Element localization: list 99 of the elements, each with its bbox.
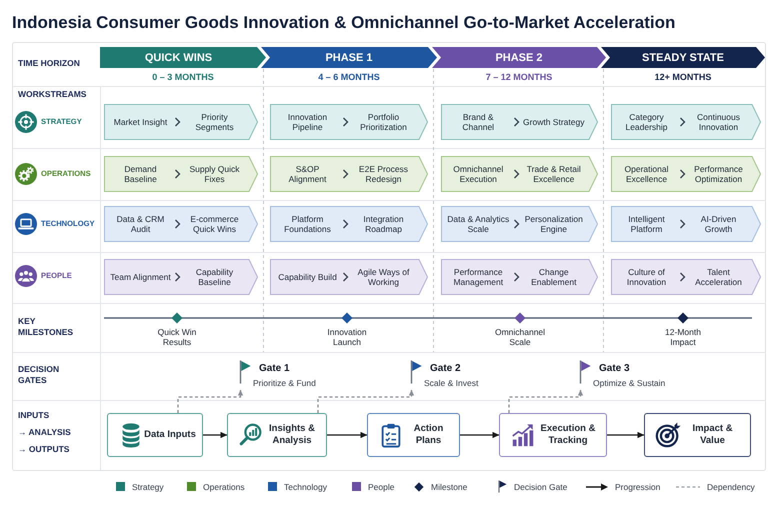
activity-label: Performance Optimization (693, 164, 744, 184)
phase-banner: STEADY STATE (601, 47, 765, 68)
activity-label: Change Enablement (530, 266, 578, 288)
activity-label: Innovation Pipeline (286, 112, 328, 132)
row-label: → OUTPUTS (18, 444, 70, 456)
activity-label: Data & CRM Audit (116, 214, 166, 234)
arrow (607, 432, 644, 438)
milestone-label: Innovation Launch (326, 327, 368, 348)
duration-label: 7 – 12 MONTHS (486, 72, 552, 83)
row-label: TIME HORIZON (18, 58, 80, 70)
milestone-label: Quick Win Results (156, 327, 198, 348)
process-label: Action Plans (412, 423, 444, 447)
duration-label: 0 – 3 MONTHS (152, 72, 214, 83)
workstream-card (270, 259, 428, 295)
workstream-card (270, 206, 428, 242)
workstream-card (104, 259, 258, 295)
activity-label: Trade & Retail Excellence (526, 164, 582, 184)
legend-label: Technology (284, 482, 328, 492)
process-box (367, 413, 460, 457)
legend-label: Operations (203, 482, 245, 492)
workstream-card (611, 156, 761, 192)
activity-label: Supply Quick Fixes (188, 164, 241, 184)
activity-label: AI-Driven Growth (700, 214, 738, 234)
legend-label: Strategy (132, 482, 164, 492)
activity-label: E-commerce Quick Wins (189, 214, 240, 234)
row-label: DECISION GATES (18, 364, 60, 387)
dependency-arrow (508, 390, 584, 413)
phase-banner: QUICK WINS (100, 47, 266, 68)
workstream-card (441, 206, 598, 242)
activity-label: Market Insight (114, 116, 168, 128)
activity-label: Intelligent Platform (627, 214, 666, 234)
milestone-label: 12-Month Impact (664, 327, 702, 348)
duration-label: 12+ MONTHS (654, 72, 712, 83)
arrow (203, 432, 228, 438)
activity-label: Team Alignment (110, 272, 171, 282)
activity-label: Platform Foundations (283, 214, 332, 234)
legend-label: People (368, 482, 394, 492)
activity-label: E2E Process Redesign (358, 164, 410, 184)
workstream-card (270, 104, 428, 140)
duration-label: 4 – 6 MONTHS (318, 72, 380, 83)
activity-label: Operational Excellence (624, 164, 670, 184)
row-label: → ANALYSIS (18, 427, 71, 438)
row-label: INPUTS (18, 410, 50, 422)
process-box (499, 413, 607, 457)
process-label: Execution & Tracking (540, 423, 596, 447)
activity-label: Growth Strategy (523, 116, 584, 128)
process-label: Insights & Analysis (268, 423, 316, 447)
activity-label: Priority Segments (194, 112, 235, 132)
process-box (107, 413, 203, 457)
activity-label: Continuous Innovation (696, 112, 741, 132)
gate-title: Gate 2 (430, 363, 461, 375)
activity-label: Culture of Innovation (626, 266, 668, 288)
workstream-card (441, 156, 598, 192)
legend-label: Milestone (431, 482, 468, 492)
activity-label: Capability Baseline (194, 266, 234, 288)
row-label: WORKSTREAMS (18, 89, 86, 100)
gate-title: Gate 1 (259, 363, 290, 375)
gate-title: Gate 3 (599, 363, 630, 375)
workstream-card (104, 104, 258, 140)
activity-label: Agile Ways of Working (356, 266, 410, 288)
phase-banner: PHASE 1 (261, 47, 437, 68)
row-label: KEY MILESTONES (18, 316, 74, 339)
dependency-arrow (177, 390, 244, 413)
diagram-title: Indonesia Consumer Goods Innovation & Omnichannel Go-to-Market Acceleration (12, 13, 676, 33)
activity-label: S&OP Alignment (288, 164, 328, 184)
process-box (644, 413, 751, 457)
legend-label: Progression (615, 482, 660, 492)
activity-label: Talent Acceleration (694, 266, 743, 288)
activity-label: Demand Baseline (123, 164, 158, 184)
process-label: Data Inputs (144, 429, 196, 441)
workstream-card (611, 259, 761, 295)
workstream-card (441, 104, 598, 140)
phase-banner: PHASE 2 (432, 47, 606, 68)
activity-label: Data & Analytics Scale (447, 214, 510, 234)
legend-label: Dependency (707, 482, 755, 492)
workstream-card (441, 259, 598, 295)
dependency-arrow (317, 390, 414, 413)
activity-label: Personalization Engine (524, 214, 584, 234)
milestone-label: Omnichannel Scale (494, 327, 546, 348)
activity-label: Omnichannel Execution (452, 164, 504, 184)
legend-label: Decision Gate (514, 482, 568, 492)
workstream-card (104, 156, 258, 192)
gate-description: Prioritize & Fund (253, 378, 316, 388)
activity-label: Category Leadership (624, 112, 669, 132)
workstream-card (104, 206, 258, 242)
activity-label: Integration Roadmap (362, 214, 405, 234)
workstream-card (611, 104, 761, 140)
arrow (460, 432, 500, 438)
gate-description: Scale & Invest (424, 378, 478, 388)
arrow (327, 432, 368, 438)
activity-label: Performance Management (452, 266, 504, 288)
activity-label: Brand & Channel (461, 112, 496, 132)
process-label: Impact & Value (691, 423, 734, 447)
activity-label: Portfolio Prioritization (359, 112, 408, 132)
workstream-card (270, 156, 428, 192)
process-box (227, 413, 327, 457)
gate-description: Optimize & Sustain (593, 378, 666, 388)
activity-label: Capability Build (278, 272, 337, 282)
workstream-card (611, 206, 761, 242)
